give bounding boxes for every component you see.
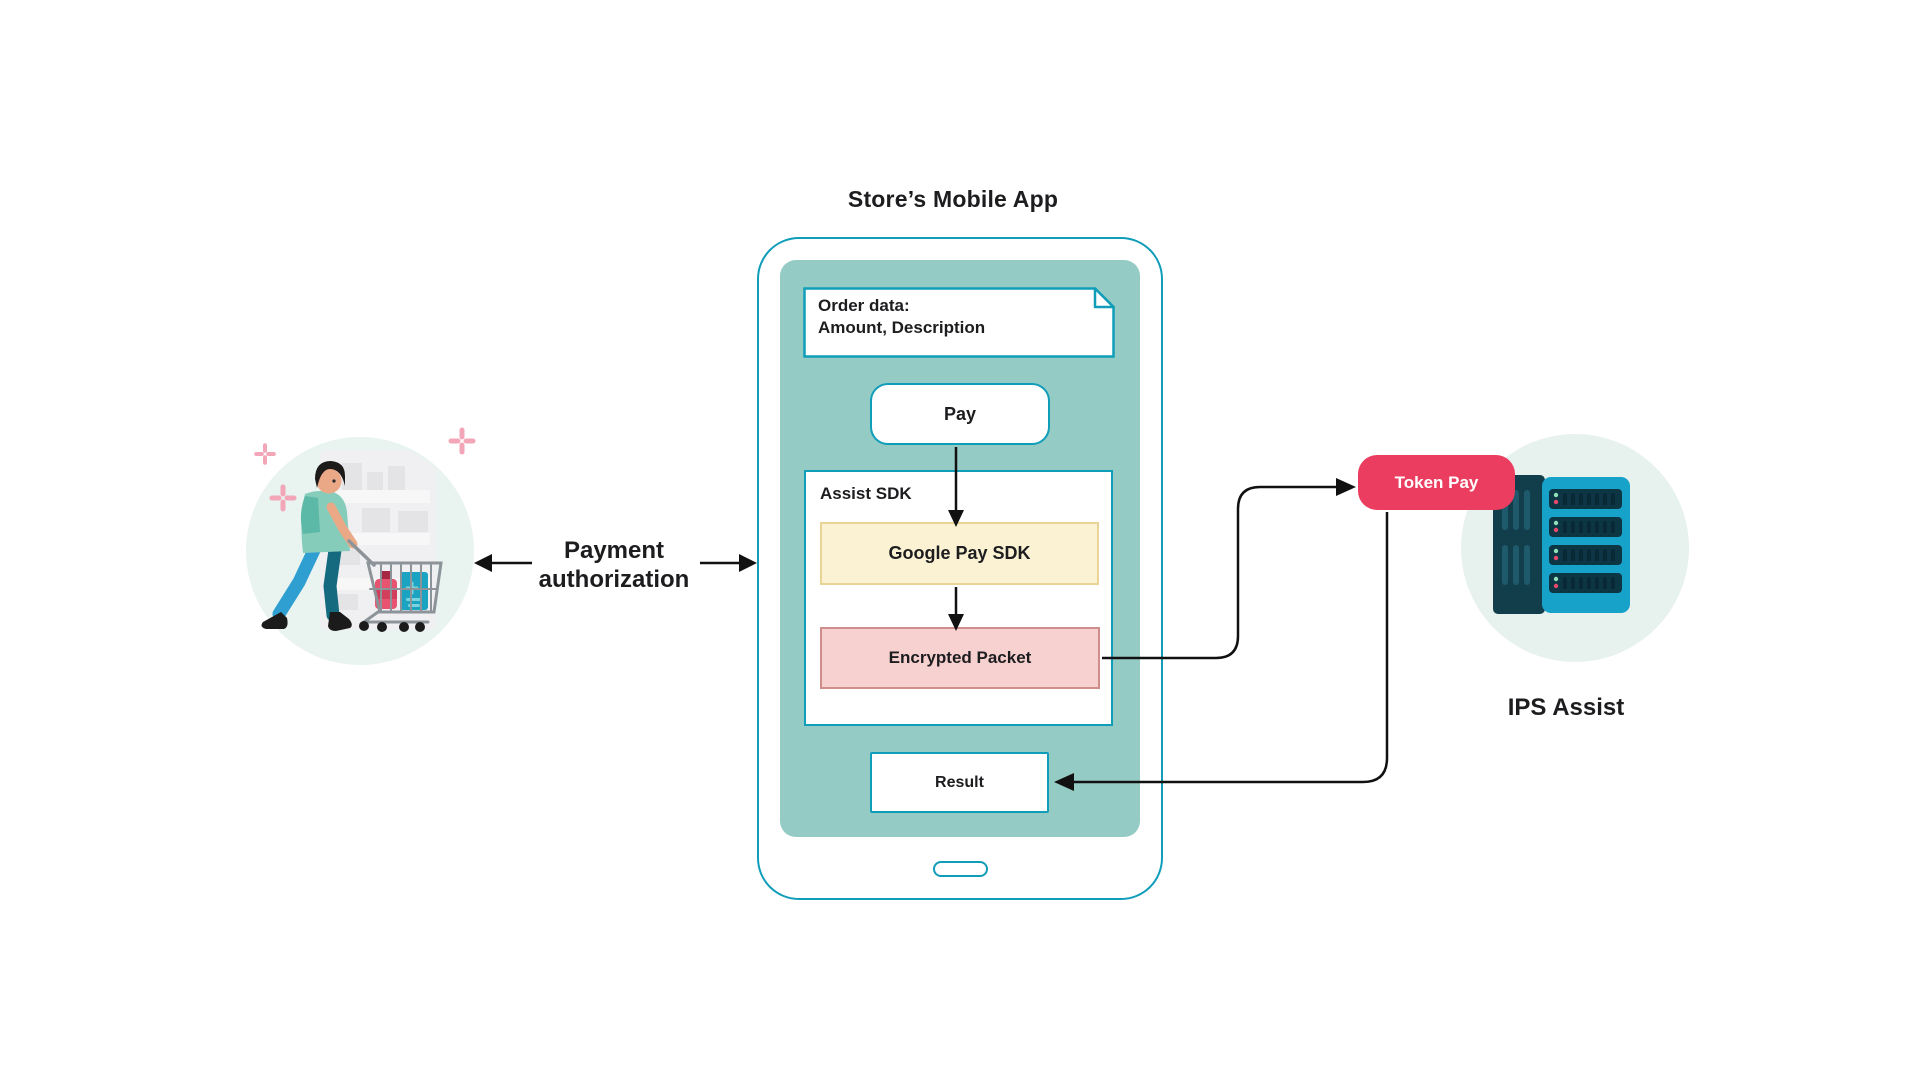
sparkle-icon bbox=[269, 484, 297, 512]
payment-authorization-label: Payment authorization bbox=[538, 537, 690, 593]
order-data-box bbox=[803, 287, 1115, 358]
arrowhead-right-tokenpay bbox=[1336, 478, 1356, 496]
document-fold-icon bbox=[1093, 287, 1115, 309]
result-label: Result bbox=[935, 773, 984, 791]
ips-assist-label: IPS Assist bbox=[1507, 694, 1625, 721]
order-data-line2: Amount, Description bbox=[818, 318, 986, 337]
home-button-icon bbox=[933, 861, 988, 877]
assist-sdk-label: Assist SDK bbox=[820, 484, 912, 503]
order-data-line1: Order data: bbox=[818, 296, 910, 315]
google-pay-sdk-label: Google Pay SDK bbox=[888, 543, 1031, 563]
sparkle-icon bbox=[254, 443, 276, 465]
arrowhead-left-shopper bbox=[474, 554, 492, 572]
shopper-illustration bbox=[246, 427, 476, 665]
token-pay-label: Token Pay bbox=[1394, 472, 1479, 492]
result-box: Result bbox=[870, 752, 1049, 813]
sparkle-icon bbox=[448, 427, 476, 455]
diagram-title: Store’s Mobile App bbox=[847, 186, 1059, 212]
pay-button-label: Pay bbox=[943, 403, 977, 424]
order-data-text: Order data: Amount, Description bbox=[818, 295, 1098, 339]
encrypted-packet-box: Encrypted Packet bbox=[820, 627, 1100, 689]
pay-button: Pay bbox=[870, 383, 1050, 445]
arrowhead-right-phone bbox=[739, 554, 757, 572]
google-pay-sdk-box: Google Pay SDK bbox=[820, 522, 1099, 585]
encrypted-packet-label: Encrypted Packet bbox=[888, 648, 1032, 667]
token-pay-button: Token Pay bbox=[1358, 455, 1515, 510]
